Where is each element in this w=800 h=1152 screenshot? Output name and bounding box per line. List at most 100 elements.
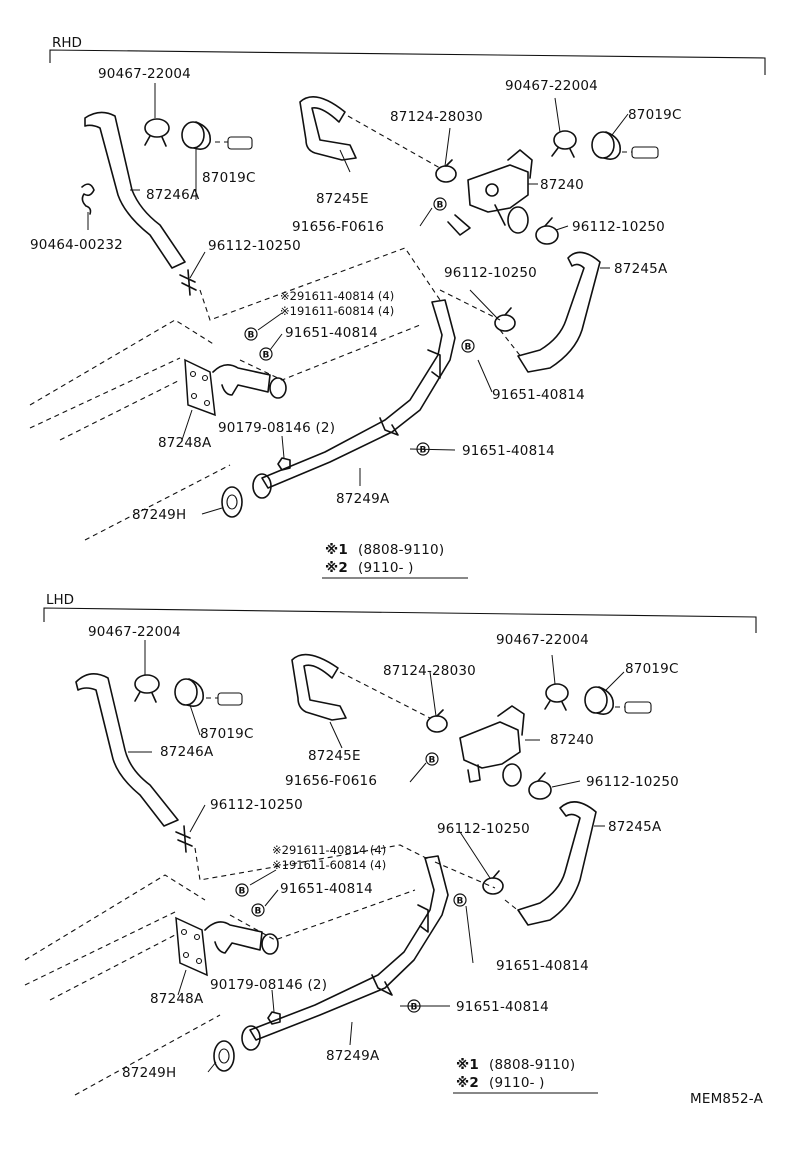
label-clamp-90467-right: 90467-22004 (496, 632, 589, 648)
bolt-marker: B (425, 752, 439, 766)
label-note-1: ※291611-40814 (4) (280, 289, 394, 303)
hose-clamp-90467-left (144, 118, 170, 147)
clip-90464 (81, 183, 95, 215)
bolt-marker: B (251, 903, 265, 917)
label-pipe-87249a: 87249A (336, 491, 390, 507)
label-bolt-91656: 91656-F0616 (285, 773, 377, 789)
label-grommet-87019c-right: 87019C (628, 107, 682, 123)
hose-87245a (517, 251, 601, 373)
lhd-section: LHD (24, 592, 757, 1096)
bolt-marker: B (461, 339, 475, 353)
gasket-87249h (213, 1040, 235, 1072)
hose-87246a (75, 673, 179, 827)
svg-text:B: B (437, 201, 444, 211)
label-clamp-90467-left: 90467-22004 (98, 66, 191, 82)
label-hose-87245a: 87245A (614, 261, 668, 277)
bolt-marker: B (235, 883, 249, 897)
label-clamp-96112-a: 96112-10250 (208, 238, 301, 254)
label-bolt-91651-c: 91651-40814 (456, 999, 549, 1015)
label-hose-87245e: 87245E (316, 191, 369, 207)
label-valve-87240: 87240 (540, 177, 584, 193)
label-grommet-87019c-left: 87019C (200, 726, 254, 742)
bolt-marker: B (244, 327, 258, 341)
label-nut-90179: 90179-08146 (2) (218, 420, 335, 436)
hose-clamp-87124 (426, 709, 448, 733)
svg-text:B: B (263, 351, 270, 361)
label-note-2: ※191611-60814 (4) (272, 858, 386, 872)
hose-clamp-87124 (435, 159, 457, 183)
label-valve-87240: 87240 (550, 732, 594, 748)
label-plate-87248a: 87248A (158, 435, 212, 451)
label-note-2: ※191611-60814 (4) (280, 304, 394, 318)
label-gasket-87249h: 87249H (132, 507, 186, 523)
grommet-87019c-right (591, 131, 659, 160)
label-bolt-91656: 91656-F0616 (292, 219, 384, 235)
hose-87245a (517, 801, 597, 926)
label-hose-87245e: 87245E (308, 748, 361, 764)
svg-text:B: B (457, 897, 464, 907)
hose-clamp-90467-right (544, 683, 569, 711)
label-clamp-90467-left: 90467-22004 (88, 624, 181, 640)
label-hose-87246a: 87246A (160, 744, 214, 760)
bolt-marker: B (453, 893, 467, 907)
section-header-lhd: LHD (46, 592, 74, 608)
label-clamp-90467-right: 90467-22004 (505, 78, 598, 94)
svg-text:(9110- ): (9110- ) (489, 1075, 545, 1091)
svg-text:B: B (239, 887, 246, 897)
nut-90179 (277, 457, 291, 471)
plate-87248a (175, 916, 279, 977)
svg-text:※1: ※1 (456, 1057, 479, 1073)
hose-clamp-96112-left (175, 825, 193, 853)
grommet-87019c-left (181, 121, 253, 150)
svg-text:※1: ※1 (325, 542, 348, 558)
hose-clamp-96112-valve (535, 217, 559, 245)
footnote-lhd: ※1 (8808-9110) ※2 (9110- ) (453, 1057, 598, 1094)
svg-text:B: B (465, 343, 472, 353)
diagram-id: MEM852-A (690, 1091, 764, 1107)
label-nut-90179: 90179-08146 (2) (210, 977, 327, 993)
water-valve-87240 (447, 149, 533, 236)
hose-87246a (84, 111, 186, 269)
label-clamp-87124: 87124-28030 (383, 663, 476, 679)
hose-clamp-96112-middle (482, 870, 504, 895)
hose-clamp-96112-middle (494, 307, 516, 332)
hose-clamp-96112-left (179, 269, 197, 296)
label-clip-90464: 90464-00232 (30, 237, 123, 253)
footnote-rhd: ※1 (8808-9110) ※2 (9110- ) (322, 542, 468, 579)
label-note-1: ※291611-40814 (4) (272, 843, 386, 857)
label-pipe-87249a: 87249A (326, 1048, 380, 1064)
section-header-rhd: RHD (52, 35, 82, 51)
grommet-87019c-left (174, 678, 243, 707)
label-clamp-96112-c: 96112-10250 (437, 821, 530, 837)
hose-clamp-96112-valve (528, 772, 552, 800)
svg-text:※2: ※2 (325, 560, 348, 576)
hose-clamp-90467-left (134, 674, 160, 703)
label-hose-87246a: 87246A (146, 187, 200, 203)
plate-87248a (184, 358, 287, 417)
label-clamp-96112-b: 96112-10250 (586, 774, 679, 790)
section-bracket-lhd (43, 607, 757, 633)
label-hose-87245a: 87245A (608, 819, 662, 835)
svg-text:B: B (420, 446, 427, 456)
pipe-87249a (252, 299, 456, 499)
pipe-87249a (241, 855, 449, 1051)
label-bolt-91651-c: 91651-40814 (462, 443, 555, 459)
label-clamp-87124: 87124-28030 (390, 109, 483, 125)
label-bolt-91651-a: 91651-40814 (285, 325, 378, 341)
svg-text:B: B (248, 331, 255, 341)
section-bracket-rhd (49, 49, 766, 75)
bolt-marker: B (433, 197, 447, 211)
grommet-87019c-right (584, 686, 652, 715)
water-valve-87240 (459, 705, 525, 787)
nut-90179 (267, 1011, 281, 1025)
hose-87245e (299, 96, 357, 161)
svg-text:(8808-9110): (8808-9110) (489, 1057, 575, 1073)
svg-text:B: B (255, 907, 262, 917)
label-clamp-96112-c: 96112-10250 (444, 265, 537, 281)
svg-text:※2: ※2 (456, 1075, 479, 1091)
bolt-marker: B (259, 347, 273, 361)
label-clamp-96112-b: 96112-10250 (572, 219, 665, 235)
label-clamp-96112-a: 96112-10250 (210, 797, 303, 813)
label-grommet-87019c-left: 87019C (202, 170, 256, 186)
